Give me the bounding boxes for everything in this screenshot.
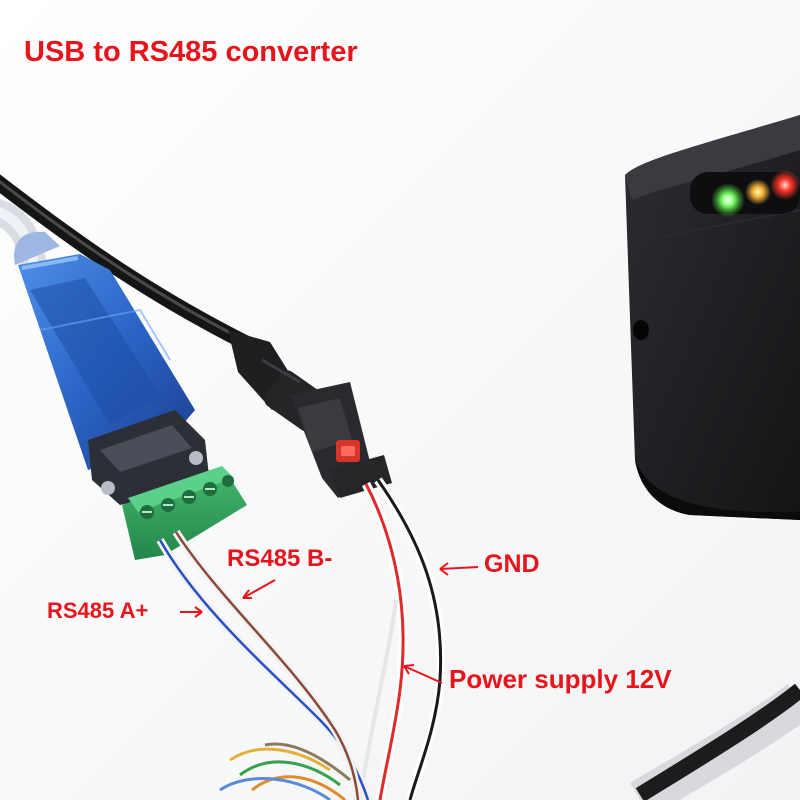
dc-power-cable <box>0 174 258 353</box>
screw-icon <box>101 481 115 495</box>
terminal-block <box>122 466 247 560</box>
title-label: USB to RS485 converter <box>24 36 358 68</box>
wire-bundle <box>219 742 351 800</box>
red-led-icon <box>770 170 800 200</box>
rs485-wires <box>156 529 372 800</box>
reader-cable <box>629 683 800 800</box>
power-supply-label: Power supply 12V <box>449 664 672 694</box>
screw-icon <box>189 451 203 465</box>
usb-rs485-converter <box>14 231 210 505</box>
arrow-rs485-b-icon <box>242 579 276 599</box>
gnd-label: GND <box>484 550 540 578</box>
rs485-a-label: RS485 A+ <box>47 598 149 623</box>
card-reader-device <box>625 115 800 520</box>
yellow-led-icon <box>745 179 771 205</box>
annotation-arrows <box>180 562 479 684</box>
rs485-b-label: RS485 B- <box>227 545 333 572</box>
arrow-power-icon <box>403 665 443 684</box>
screw-hole-icon <box>633 320 649 340</box>
green-led-icon <box>711 183 745 217</box>
usb-cable <box>0 199 48 283</box>
arrow-gnd-icon <box>439 566 479 570</box>
dc-terminal-adapter <box>290 382 392 498</box>
power-wires <box>358 477 446 800</box>
